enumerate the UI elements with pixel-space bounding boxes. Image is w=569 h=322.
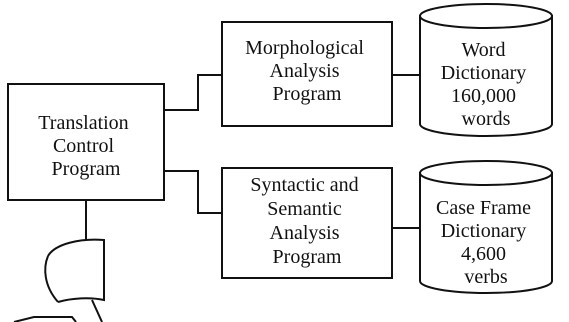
word-dictionary-cylinder: Word Dictionary 160,000 words xyxy=(419,3,553,137)
morph-line-2: Analysis xyxy=(270,60,340,82)
morphological-analysis-program-box: Morphological Analysis Program xyxy=(221,21,393,127)
case-frame-dictionary-cylinder: Case Frame Dictionary 4,600 verbs xyxy=(419,160,553,294)
word-dict-line-1: Word xyxy=(462,39,506,61)
connector-control-to-syntactic xyxy=(164,170,222,214)
connector-control-to-morph xyxy=(164,74,222,111)
syntactic-line-3: Analysis xyxy=(270,222,340,244)
svg-text:Syntactic and Semantic: Syntactic and Semantic Analysis Program xyxy=(250,174,363,268)
terminal-illustration xyxy=(13,238,105,322)
svg-text:Morphological Analysis: Morphological Analysis Program xyxy=(245,37,369,105)
control-line-3: Program xyxy=(52,158,121,180)
syntactic-semantic-analysis-program-box: Syntactic and Semantic Analysis Program xyxy=(221,167,393,279)
case-dict-line-2: Dictionary xyxy=(441,220,527,242)
morph-line-3: Program xyxy=(273,83,342,105)
translation-control-program-box: Translation Control Program xyxy=(7,83,165,201)
case-dict-line-1: Case Frame xyxy=(436,197,531,219)
case-dict-line-4: verbs xyxy=(464,266,508,288)
word-dict-line-3: 160,000 xyxy=(451,85,516,107)
case-dict-line-3: 4,600 xyxy=(461,243,506,265)
control-line-1: Translation xyxy=(38,112,128,134)
control-line-2: Control xyxy=(53,135,115,157)
syntactic-line-4: Program xyxy=(273,246,342,268)
syntactic-line-1: Syntactic and xyxy=(250,174,358,196)
svg-text:Word Dictionary 16: Word Dictionary 160,000 words xyxy=(441,39,532,130)
svg-text:Case Frame Dictionary: Case Frame Dictionary 4,600 verbs xyxy=(436,197,536,288)
node-label-line: Translation Control Program xyxy=(38,112,133,180)
word-dict-line-2: Dictionary xyxy=(441,62,527,84)
morph-line-1: Morphological xyxy=(245,37,364,59)
syntactic-line-2: Semantic xyxy=(267,198,342,220)
word-dict-line-4: words xyxy=(462,108,511,130)
